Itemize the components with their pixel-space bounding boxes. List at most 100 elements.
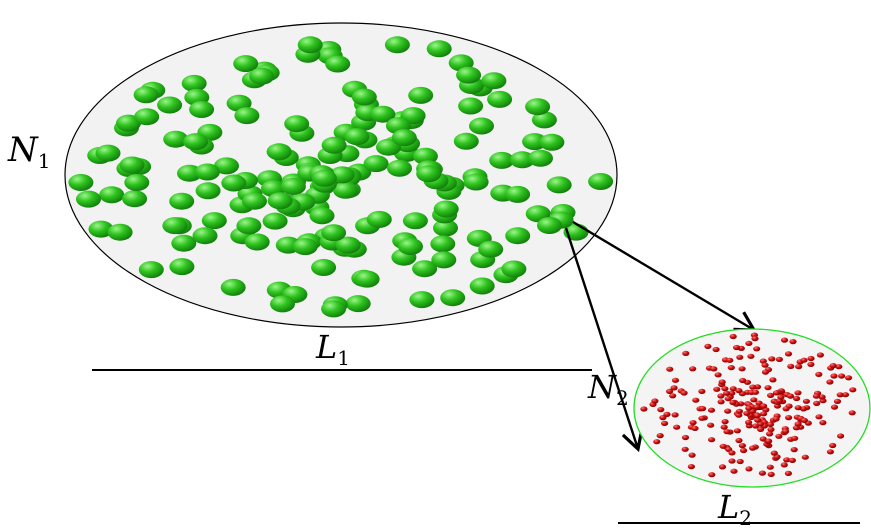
green-particle (284, 115, 310, 133)
green-particle (124, 174, 150, 191)
red-particle (689, 420, 697, 426)
red-particle (651, 398, 659, 404)
red-particle (688, 452, 696, 458)
red-particle (718, 464, 727, 470)
green-particle (267, 192, 293, 210)
red-particle (723, 390, 731, 396)
red-particle (743, 410, 751, 416)
green-particle (163, 130, 189, 148)
green-particle (162, 217, 188, 235)
red-particle (707, 407, 716, 413)
red-particle (770, 450, 778, 456)
green-particle (181, 74, 207, 92)
red-particle (784, 351, 793, 357)
green-particle (236, 217, 262, 235)
green-particle (525, 98, 551, 116)
green-particle (431, 251, 457, 269)
red-particle (682, 350, 690, 356)
red-particle (669, 393, 677, 399)
red-particle (801, 454, 809, 460)
red-particle (790, 447, 798, 453)
red-particle (760, 411, 768, 417)
red-particle (782, 428, 790, 434)
red-particle (666, 388, 674, 394)
red-particle (670, 385, 678, 391)
red-particle (735, 388, 743, 394)
green-particle (509, 151, 535, 169)
red-particle (788, 457, 797, 463)
red-particle (745, 419, 753, 425)
red-particle (751, 336, 759, 342)
red-particle (802, 398, 811, 404)
green-particle (122, 190, 148, 208)
green-particle (469, 277, 495, 295)
green-particle (292, 238, 318, 256)
green-particle (416, 165, 442, 183)
red-particle (671, 412, 679, 418)
red-particle (735, 408, 744, 414)
red-particle (698, 415, 706, 421)
red-particle (728, 390, 736, 396)
red-particle (657, 407, 665, 413)
red-particle (640, 406, 648, 412)
green-particle (409, 291, 435, 309)
red-particle (829, 442, 837, 449)
red-particle (826, 449, 835, 455)
red-particle (812, 393, 821, 399)
red-particle (745, 340, 753, 346)
green-particle (76, 190, 101, 208)
red-particle (794, 421, 802, 427)
green-particle (440, 289, 466, 307)
red-particle (830, 373, 838, 379)
green-particle (412, 260, 438, 278)
green-particle (169, 192, 195, 210)
red-particle (681, 434, 690, 441)
red-particle (818, 394, 826, 400)
green-particle (133, 86, 159, 104)
red-particle (750, 397, 758, 403)
green-particle (244, 233, 270, 251)
green-particle (297, 36, 323, 54)
green-particle (546, 176, 572, 194)
green-particle (195, 182, 221, 200)
red-particle (689, 366, 697, 372)
red-particle (813, 400, 821, 406)
green-particle (469, 117, 494, 135)
green-particle (354, 270, 380, 288)
red-particle (761, 369, 770, 375)
green-particle (391, 129, 417, 147)
red-particle (738, 366, 746, 372)
red-particle (807, 355, 815, 362)
green-particle (478, 240, 504, 258)
green-particle (157, 96, 183, 114)
red-particle (782, 406, 790, 412)
red-particle (720, 424, 728, 430)
green-particle (194, 163, 220, 181)
green-particle (433, 200, 459, 218)
red-particle (765, 438, 773, 444)
label-n1: N1 (7, 130, 50, 173)
red-particle (708, 437, 716, 443)
green-particle (95, 144, 121, 162)
green-particle (214, 157, 239, 175)
large-region (64, 22, 618, 328)
red-particle (758, 470, 767, 476)
green-particle (481, 72, 507, 90)
red-particle (768, 356, 776, 362)
red-particle (712, 346, 720, 353)
red-particle (754, 417, 762, 423)
red-particle (773, 454, 781, 460)
green-particle (107, 223, 133, 241)
red-particle (747, 353, 755, 359)
arrow-to-subsystem-bottom (564, 227, 644, 453)
green-particle (366, 210, 392, 228)
red-particle (723, 429, 731, 435)
red-particle (724, 396, 732, 402)
green-particles (68, 36, 614, 318)
red-particle (816, 352, 825, 358)
green-particle (408, 86, 434, 104)
red-particle (772, 416, 780, 422)
small-region (633, 328, 871, 488)
red-particle (735, 437, 743, 444)
